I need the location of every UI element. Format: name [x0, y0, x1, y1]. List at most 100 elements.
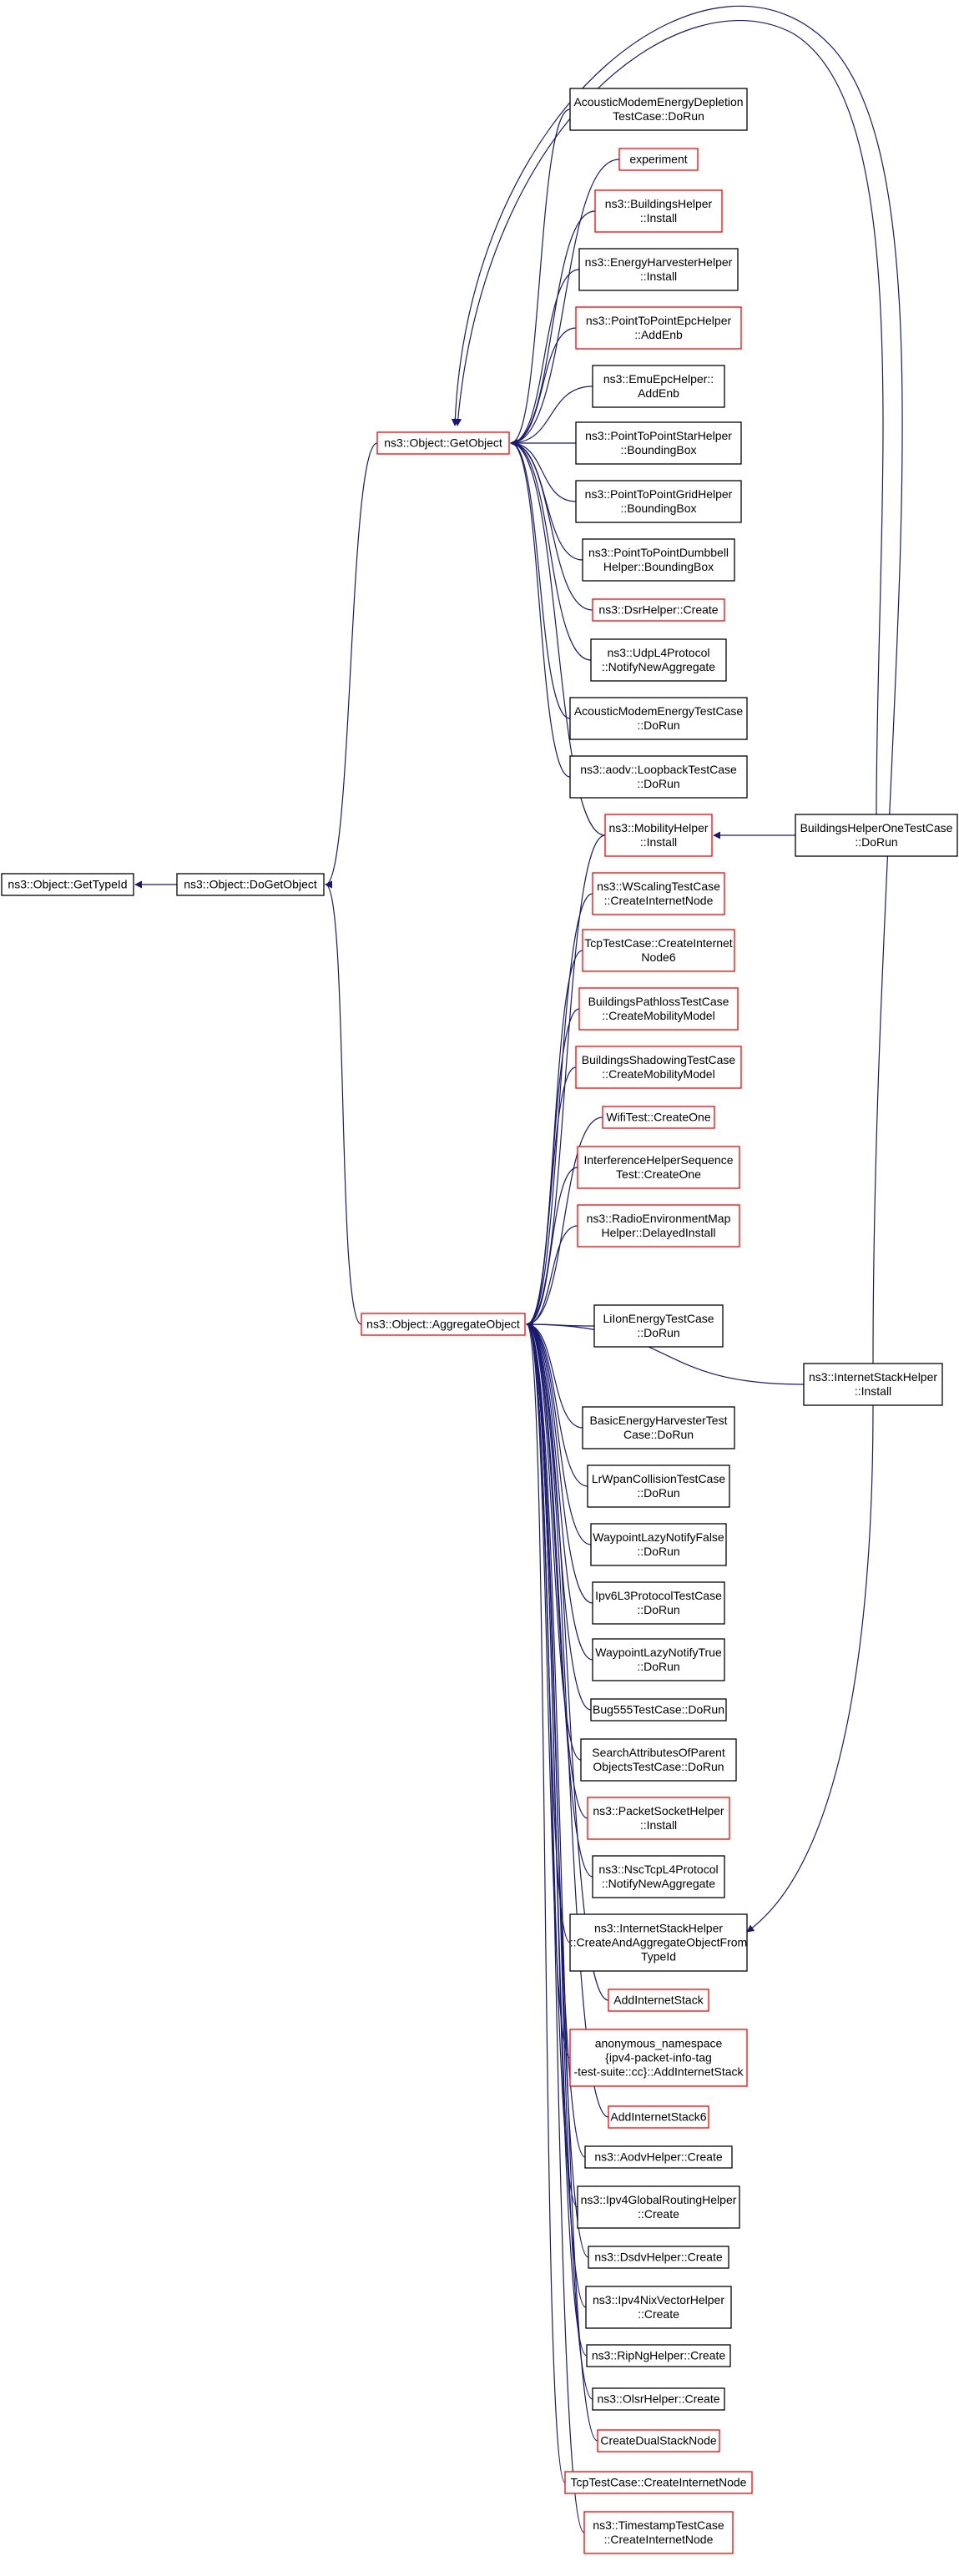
node-waypoint-false[interactable]: WaypointLazyNotifyFalse::DoRun	[590, 1523, 727, 1566]
edge-dsdvhelper-to-aggregateobject	[526, 1320, 589, 2258]
node-label: ns3::UdpL4Protocol	[608, 646, 710, 659]
node-label: LiIonEnergyTestCase	[603, 1312, 714, 1325]
node-label: ns3::Ipv4NixVectorHelper	[593, 2293, 724, 2306]
node-label: ::DoRun	[637, 1326, 679, 1339]
node-aodv-loopback[interactable]: ns3::aodv::LoopbackTestCase::DoRun	[569, 755, 748, 799]
edge-interference-to-aggregateobject	[526, 1167, 578, 1328]
node-label: ::BoundingBox	[620, 443, 696, 456]
node-label: ns3::EmuEpcHelper::	[603, 372, 714, 386]
node-label: ns3::PointToPointGridHelper	[585, 487, 733, 501]
node-ipv6l3[interactable]: Ipv6L3ProtocolTestCase::DoRun	[592, 1581, 725, 1625]
node-pathloss[interactable]: BuildingsPathlossTestCase::CreateMobilit…	[578, 987, 739, 1031]
node-label: Case::DoRun	[623, 1428, 694, 1441]
node-box	[361, 1313, 526, 1336]
node-timestamp[interactable]: ns3::TimestampTestCase::CreateInternetNo…	[583, 2511, 734, 2554]
node-label: ns3::DsdvHelper::Create	[594, 2251, 723, 2264]
node-bug555[interactable]: Bug555TestCase::DoRun	[590, 1698, 727, 1722]
node-box	[590, 1523, 727, 1566]
node-label: ::DoRun	[637, 1545, 679, 1558]
edge-dsrhelper-create-to-getobject	[510, 439, 593, 611]
node-interference[interactable]: InterferenceHelperSequenceTest::CreateOn…	[577, 1146, 740, 1189]
edge-aodv-loopback-to-getobject	[510, 439, 571, 778]
node-getobject[interactable]: ns3::Object::GetObject	[376, 431, 510, 455]
node-box	[176, 873, 325, 896]
node-box	[376, 431, 510, 455]
node-energyharvester-install[interactable]: ns3::EnergyHarvesterHelper::Install	[578, 248, 739, 291]
node-box	[569, 2029, 748, 2087]
edge-shadowing-to-aggregateobject	[526, 1066, 577, 1328]
node-ripng[interactable]: ns3::RipNgHelper::Create	[586, 2344, 731, 2367]
node-addinternetstack6[interactable]: AddInternetStack6	[608, 2105, 709, 2129]
node-label: ::Create	[638, 2307, 679, 2321]
node-dsdvhelper[interactable]: ns3::DsdvHelper::Create	[588, 2246, 729, 2269]
node-dogetobject[interactable]: ns3::Object::DoGetObject	[176, 873, 325, 896]
node-label: ns3::NscTcpL4Protocol	[598, 1863, 718, 1876]
node-p2pdumbbell-bbox[interactable]: ns3::PointToPointDumbbellHelper::Boundin…	[582, 538, 735, 582]
node-ipv4nix[interactable]: ns3::Ipv4NixVectorHelper::Create	[585, 2286, 732, 2329]
node-label: ::CreateInternetNode	[604, 894, 714, 907]
node-remhelper[interactable]: ns3::RadioEnvironmentMapHelper::DelayedI…	[577, 1204, 740, 1248]
node-dualstack[interactable]: CreateDualStackNode	[597, 2429, 720, 2452]
node-label: Helper::BoundingBox	[603, 560, 714, 573]
node-p2pgrid-bbox[interactable]: ns3::PointToPointGridHelper::BoundingBox	[575, 480, 742, 523]
node-buildingshelper-install[interactable]: ns3::BuildingsHelper::Install	[594, 189, 723, 233]
node-anonymous[interactable]: anonymous_namespace{ipv4-packet-info-tag…	[569, 2029, 748, 2087]
node-tcptest-node[interactable]: TcpTestCase::CreateInternetNode	[564, 2471, 753, 2494]
node-addinternetstack[interactable]: AddInternetStack	[608, 1989, 709, 2012]
node-box	[569, 88, 748, 131]
node-wscaling[interactable]: ns3::WScalingTestCase::CreateInternetNod…	[592, 872, 725, 915]
node-aodvhelper[interactable]: ns3::AodvHelper::Create	[584, 2145, 733, 2169]
edge-acoustic-depletion-to-getobject	[510, 108, 571, 447]
node-lrwpan[interactable]: LrWpanCollisionTestCase::DoRun	[587, 1464, 730, 1508]
node-box	[575, 480, 742, 523]
node-searchattrs[interactable]: SearchAttributesOfParentObjectsTestCase:…	[580, 1738, 737, 1782]
node-udpl4-notify[interactable]: ns3::UdpL4Protocol::NotifyNewAggregate	[590, 638, 727, 682]
node-label: ::Install	[855, 1384, 891, 1398]
node-createandaggregate[interactable]: ns3::InternetStackHelper::CreateAndAggre…	[569, 1913, 748, 1972]
node-label: ::Create	[638, 2207, 679, 2221]
node-emuepc-addenb[interactable]: ns3::EmuEpcHelper::AddEnb	[592, 365, 725, 408]
node-box	[618, 148, 699, 171]
node-internetstack-install[interactable]: ns3::InternetStackHelper::Install	[803, 1363, 943, 1406]
node-label: Test::CreateOne	[616, 1167, 701, 1181]
edge-waypoint-false-to-aggregateobject	[526, 1320, 592, 1545]
node-label: ns3::Ipv4GlobalRoutingHelper	[581, 2193, 737, 2206]
node-label: AddEnb	[638, 386, 679, 400]
edge-tcptest-node-to-aggregateobject	[526, 1320, 566, 2483]
node-shadowing[interactable]: BuildingsShadowingTestCase::CreateMobili…	[575, 1046, 742, 1089]
node-label: -test-suite::cc}::AddInternetStack	[573, 2065, 744, 2079]
node-nsctcpl4[interactable]: ns3::NscTcpL4Protocol::NotifyNewAggregat…	[592, 1855, 725, 1898]
node-label: BasicEnergyHarvesterTest	[590, 1414, 728, 1427]
node-buildingshelperone[interactable]: BuildingsHelperOneTestCase::DoRun	[795, 814, 958, 857]
node-aggregateobject[interactable]: ns3::Object::AggregateObject	[361, 1313, 526, 1336]
node-packetsocket[interactable]: ns3::PacketSocketHelper::Install	[587, 1797, 730, 1840]
node-mobilityhelper-install[interactable]: ns3::MobilityHelper::Install	[604, 814, 713, 857]
node-label: ns3::PointToPointStarHelper	[585, 429, 732, 442]
node-label: ::CreateMobilityModel	[602, 1067, 714, 1081]
node-label: ::Install	[640, 1818, 677, 1832]
node-label: ns3::AodvHelper::Create	[594, 2150, 723, 2164]
node-liion[interactable]: LiIonEnergyTestCase::DoRun	[593, 1304, 724, 1348]
node-label: SearchAttributesOfParent	[592, 1746, 725, 1759]
node-label: AcousticModemEnergyDepletion	[573, 95, 743, 108]
node-acoustic-depletion[interactable]: AcousticModemEnergyDepletionTestCase::Do…	[569, 88, 748, 131]
node-ipv4global[interactable]: ns3::Ipv4GlobalRoutingHelper::Create	[577, 2185, 740, 2229]
node-box	[575, 306, 742, 350]
node-acoustic-energy[interactable]: AcousticModemEnergyTestCase::DoRun	[569, 697, 748, 740]
node-dsrhelper-create[interactable]: ns3::DsrHelper::Create	[592, 598, 725, 622]
node-box	[592, 365, 725, 408]
node-gettypeid[interactable]: ns3::Object::GetTypeId	[1, 873, 134, 896]
node-p2pepc-addenb[interactable]: ns3::PointToPointEpcHelper::AddEnb	[575, 306, 742, 350]
node-label: ns3::RipNgHelper::Create	[592, 2349, 726, 2362]
node-p2pstar-bbox[interactable]: ns3::PointToPointStarHelper::BoundingBox	[575, 421, 742, 465]
node-experiment[interactable]: experiment	[618, 148, 699, 171]
node-olsr[interactable]: ns3::OlsrHelper::Create	[592, 2387, 725, 2411]
node-waypoint-true[interactable]: WaypointLazyNotifyTrue::DoRun	[592, 1638, 725, 1681]
edge-emuepc-addenb-to-getobject	[510, 386, 593, 447]
edge-lrwpan-to-aggregateobject	[526, 1320, 588, 1487]
node-wifitest[interactable]: WifiTest::CreateOne	[602, 1106, 715, 1129]
node-box	[587, 1797, 730, 1840]
